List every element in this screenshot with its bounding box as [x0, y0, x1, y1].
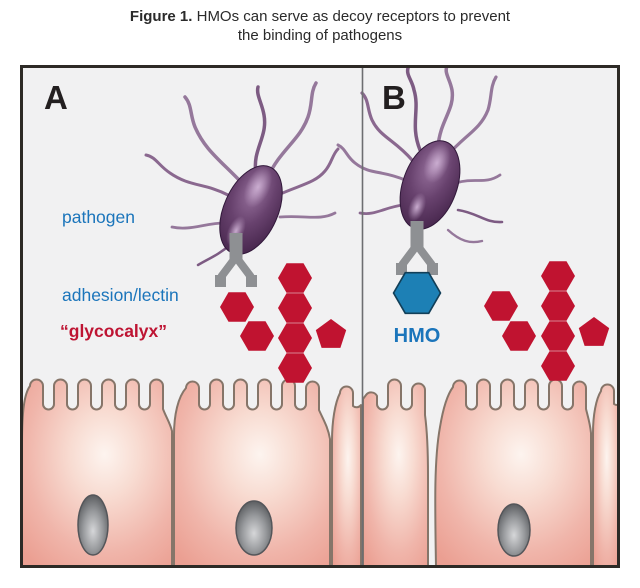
- epithelial-cells: [21, 378, 619, 568]
- caption-line1: Figure 1. HMOs can serve as decoy recept…: [0, 7, 640, 26]
- epithelial-cell: [331, 385, 362, 568]
- figure-frame: [20, 65, 620, 568]
- figure-caption: Figure 1. HMOs can serve as decoy recept…: [0, 7, 640, 45]
- glycocalyx-annotation: “glycocalyx”: [60, 321, 167, 341]
- body-highlight: [243, 166, 273, 208]
- pathogen-annotation: pathogen: [62, 207, 135, 227]
- figure-illustration: A B pathogen adhesion/lectin “glycocalyx…: [20, 65, 620, 568]
- hmo-annotation: HMO: [394, 325, 441, 347]
- figure-number: Figure 1.: [129, 8, 193, 25]
- caption-line2: the binding of pathogens: [237, 27, 403, 44]
- epithelial-cell: [362, 378, 429, 568]
- flagella-b: [336, 65, 504, 244]
- epithelial-cell: [21, 378, 173, 568]
- body-highlight: [407, 192, 427, 222]
- epithelial-cell: [434, 378, 592, 568]
- adhesion-lectin-b: [396, 221, 438, 275]
- panel-b-label: B: [382, 79, 406, 116]
- nucleus: [497, 503, 531, 557]
- cell-nuclei: [77, 494, 531, 557]
- adhesion-lectin-annotation: adhesion/lectin: [62, 285, 179, 305]
- nucleus: [235, 500, 273, 556]
- flagella-a: [144, 81, 340, 267]
- epithelial-cell: [592, 383, 619, 568]
- caption-text: HMOs can serve as decoy receptors to pre…: [192, 8, 511, 25]
- adhesion-lectin-a: [215, 233, 257, 287]
- nucleus: [77, 494, 109, 556]
- body-highlight: [423, 142, 451, 184]
- epithelial-cell: [173, 378, 331, 568]
- panel-a-label: A: [44, 79, 68, 116]
- pathogen-b: [336, 65, 504, 244]
